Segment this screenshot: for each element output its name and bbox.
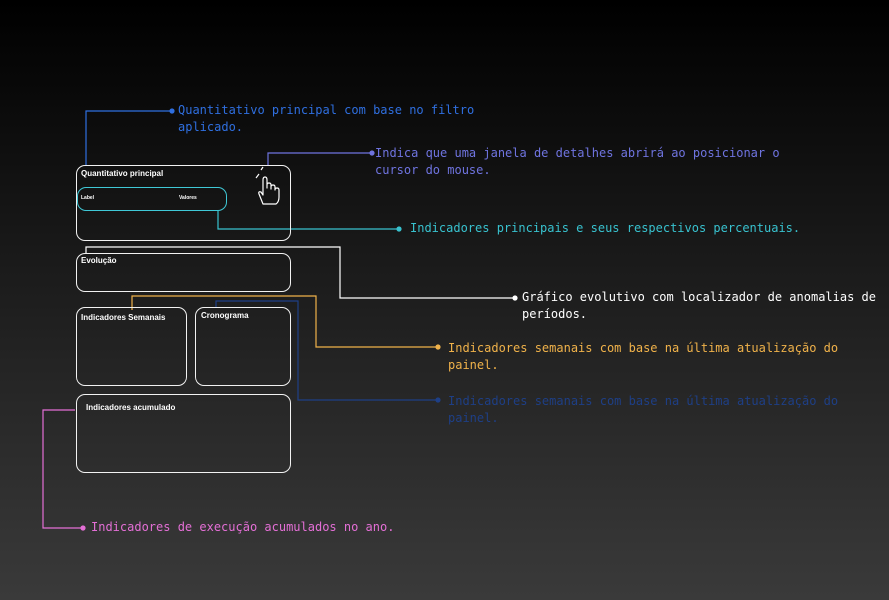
connector-acumulado — [42, 409, 82, 529]
title-cronograma: Cronograma — [201, 311, 249, 320]
connector-semanais — [131, 295, 437, 348]
dot-hover — [369, 150, 375, 156]
note-hover-detalhes: Indica que uma janela de detalhes abrirá… — [375, 146, 780, 177]
dot-evolucao — [512, 295, 518, 301]
dot-principais — [396, 226, 402, 232]
title-indicadores-acumulado: Indicadores acumulado — [86, 403, 176, 412]
note-cronograma: Indicadores semanais com base na última … — [448, 394, 839, 425]
pill-values-text: Valores — [179, 195, 197, 201]
connector-evolucao — [85, 246, 514, 299]
box-cronograma — [195, 307, 291, 386]
hand-pointer-icon — [255, 166, 280, 205]
note-indicadores-principais: Indicadores principais e seus respectivo… — [410, 221, 801, 235]
note-indicadores-semanais: Indicadores semanais com base na última … — [448, 341, 839, 372]
connector-hover — [267, 152, 371, 166]
title-quantitativo-principal: Quantitativo principal — [81, 169, 164, 178]
dot-acumulado — [80, 525, 86, 531]
box-quantitativo-principal — [76, 165, 291, 241]
pill-label-text: Label — [81, 195, 95, 201]
connector-principais — [217, 211, 398, 230]
pill-indicadores-principais — [77, 187, 227, 211]
dot-cronograma — [435, 397, 441, 403]
dot-quantitativo — [169, 108, 175, 114]
note-quantitativo: Quantitativo principal com base no filtr… — [178, 103, 475, 134]
connector-quantitativo — [85, 110, 171, 166]
dot-semanais — [435, 344, 441, 350]
box-indicadores-semanais — [76, 307, 187, 386]
connector-cronograma — [215, 300, 437, 401]
title-evolucao: Evolução — [81, 256, 117, 265]
box-evolucao — [76, 253, 291, 292]
note-acumulado: Indicadores de execução acumulados no an… — [91, 520, 395, 534]
note-grafico-evolutivo: Gráfico evolutivo com localizador de ano… — [522, 290, 877, 321]
title-indicadores-semanais: Indicadores Semanais — [81, 313, 166, 322]
box-indicadores-acumulado — [76, 394, 291, 473]
